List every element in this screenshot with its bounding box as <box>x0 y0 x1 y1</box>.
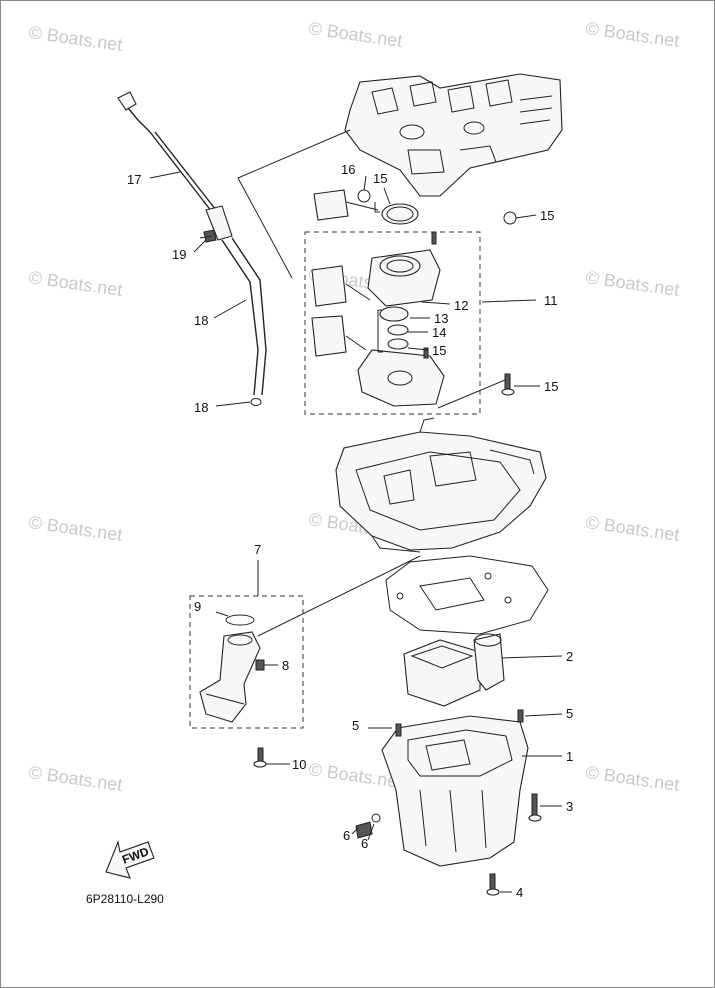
callout-6: 6 <box>343 828 350 843</box>
callout-10: 9 <box>194 599 201 614</box>
oil-pump-drawing <box>311 189 517 407</box>
callout-13: 12 <box>454 298 468 313</box>
diagram-reference-code: 6P28110-L290 <box>86 892 164 906</box>
callout-11: 10 <box>292 757 306 772</box>
callout-17: 15 <box>544 379 558 394</box>
gasket-drawing <box>385 555 549 635</box>
callout-5-right: 5 <box>566 706 573 721</box>
leader-line <box>257 555 421 637</box>
callout-8: 7 <box>254 542 261 557</box>
watermark: © Boats.net <box>584 18 680 51</box>
watermark: © Boats.net <box>584 762 680 795</box>
callout-20: 18 <box>194 313 208 328</box>
callout-2: 2 <box>566 649 573 664</box>
callout-19: 17 <box>127 172 141 187</box>
callout-5-left: 5 <box>352 718 359 733</box>
group-box-8 <box>189 595 304 729</box>
fwd-arrow: FWD <box>105 840 155 879</box>
muffler-drawing <box>403 633 505 707</box>
bolt-17-drawing <box>437 373 515 409</box>
callout-15-upper: 14 <box>432 325 446 340</box>
oil-strainer-drawing <box>199 614 267 768</box>
engine-block-drawing <box>344 73 563 197</box>
watermark: © Boats.net <box>27 22 123 55</box>
exhaust-guide-drawing <box>335 417 547 553</box>
callout-22: 19 <box>172 247 186 262</box>
callout-18-right: 15 <box>540 208 554 223</box>
watermark: © Boats.net <box>27 512 123 545</box>
callout-4: 4 <box>516 885 523 900</box>
dipstick-drawing <box>117 91 267 406</box>
watermark: © Boats.net <box>27 267 123 300</box>
leader-line <box>237 129 351 279</box>
watermark: © Boats.net <box>584 267 680 300</box>
oil-pan-drawing <box>355 709 542 896</box>
watermark: © Boats.net <box>307 18 403 51</box>
watermark: © Boats.net <box>584 512 680 545</box>
callout-7: 6 <box>361 836 368 851</box>
callout-16: 15 <box>373 171 387 186</box>
watermark: © Boats.net <box>27 762 123 795</box>
callout-1: 1 <box>566 749 573 764</box>
callout-21: 18 <box>194 400 208 415</box>
callout-15-lower: 15 <box>432 343 446 358</box>
callout-3: 3 <box>566 799 573 814</box>
callout-18-left: 16 <box>341 162 355 177</box>
group-box-12 <box>304 231 481 415</box>
callout-12: 11 <box>544 293 558 308</box>
callout-9: 8 <box>282 658 289 673</box>
callout-14: 13 <box>434 311 448 326</box>
callout-labels: 17 19 18 18 16 15 15 11 12 13 14 15 15 7… <box>127 162 573 900</box>
callout-leaders <box>149 171 563 893</box>
